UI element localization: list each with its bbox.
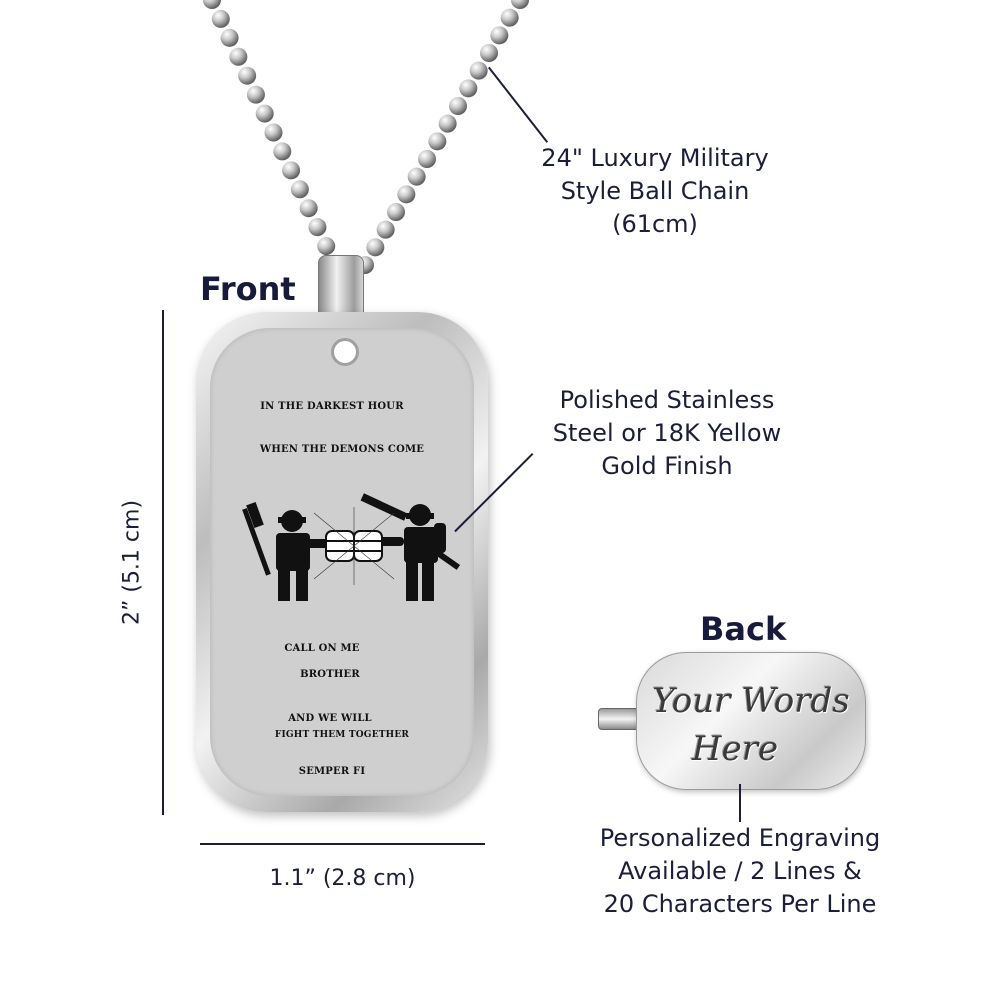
chain-ball	[290, 180, 309, 199]
height-dimension-label: 2” (5.1 cm)	[119, 499, 145, 626]
tag-line-4: BROTHER	[300, 669, 360, 680]
engraving-spec-line-2: Available / 2 Lines &	[618, 857, 862, 885]
engraving-pointer-line	[739, 784, 741, 822]
finish-spec-line-1: Polished Stainless	[559, 386, 775, 414]
chain-ball	[273, 142, 292, 161]
tag-line-5: AND WE WILL	[288, 713, 372, 724]
back-label: Back	[700, 610, 787, 648]
tag-line-3: CALL ON ME	[284, 643, 360, 654]
engraving-line-2: Here	[691, 729, 779, 769]
chain-ball	[366, 238, 385, 257]
finish-spec-line-2: Steel or 18K Yellow	[552, 419, 782, 447]
front-tag: IN THE DARKEST HOUR WHEN THE DEMONS COME	[196, 312, 488, 812]
height-dimension-line	[162, 310, 164, 815]
chain-spec: 24" Luxury Military Style Ball Chain (61…	[520, 142, 790, 241]
chain-ball	[220, 28, 239, 47]
engraving-spec-line-1: Personalized Engraving	[599, 824, 881, 852]
finish-spec: Polished Stainless Steel or 18K Yellow G…	[512, 384, 822, 483]
chain-ball	[407, 167, 426, 186]
chain-ball	[211, 9, 230, 28]
chain-spec-line-3: (61cm)	[612, 210, 698, 238]
chain-spec-line-1: 24" Luxury Military	[541, 144, 769, 172]
chain-ball	[490, 26, 509, 45]
chain-ball	[500, 8, 519, 27]
front-tag-face: IN THE DARKEST HOUR WHEN THE DEMONS COME	[210, 328, 474, 796]
back-tag: Your Words Here	[636, 652, 866, 790]
chain-ball	[511, 0, 529, 9]
tag-line-7: SEMPER FI	[298, 766, 366, 777]
chain-ball	[376, 220, 395, 239]
chain-ball	[317, 237, 336, 256]
chain-spec-line-2: Style Ball Chain	[560, 177, 750, 205]
chain-ball	[469, 61, 488, 80]
finish-spec-line-3: Gold Finish	[601, 452, 733, 480]
chain-ball	[428, 132, 447, 151]
tag-line-6: FIGHT THEM TOGETHER	[274, 730, 410, 740]
tag-line-1: IN THE DARKEST HOUR	[260, 401, 404, 412]
chain-ball	[418, 150, 436, 168]
chain-ball	[282, 161, 301, 180]
chain-ball	[308, 218, 327, 237]
chain-ball	[264, 123, 283, 142]
width-dimension-label: 1.1” (2.8 cm)	[269, 866, 416, 891]
chain-ball	[246, 85, 265, 104]
tag-hole	[331, 338, 359, 366]
chain-ball	[203, 0, 221, 9]
chain-ball	[480, 44, 498, 62]
chain-ball	[299, 199, 318, 218]
chain-ball	[397, 185, 416, 204]
chain-ball	[238, 66, 257, 85]
chain-ball	[449, 97, 467, 115]
engraving-line-1: Your Words	[652, 681, 850, 721]
chain-ball	[459, 79, 478, 98]
chain-ball	[255, 104, 274, 123]
chain-ball	[387, 203, 405, 221]
engraving-spec: Personalized Engraving Available / 2 Lin…	[580, 822, 900, 921]
chain-ball	[229, 47, 248, 66]
firefighters-illustration	[242, 493, 461, 601]
chain-ball	[438, 114, 457, 133]
engraving-spec-line-3: 20 Characters Per Line	[603, 890, 877, 918]
front-label: Front	[200, 270, 296, 308]
tag-line-2: WHEN THE DEMONS COME	[259, 444, 425, 455]
width-dimension-line	[200, 843, 485, 845]
